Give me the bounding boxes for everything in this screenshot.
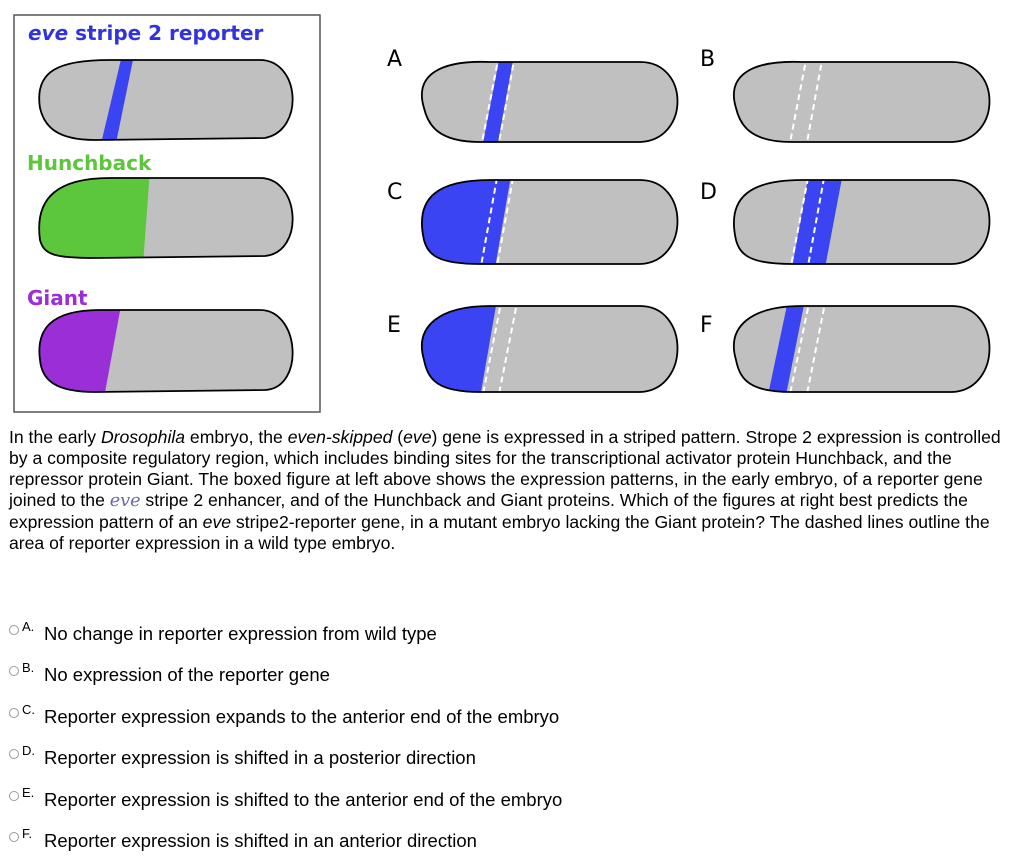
- option-e[interactable]: E. Reporter expression is shifted to the…: [9, 785, 769, 816]
- question-text: In the early Drosophila embryo, the even…: [9, 427, 1001, 553]
- option-letter: B.: [22, 660, 35, 675]
- radio-button-c[interactable]: [9, 708, 19, 718]
- option-c[interactable]: C. Reporter expression expands to the an…: [9, 702, 769, 733]
- radio-button-d[interactable]: [9, 749, 19, 759]
- radio-button-e[interactable]: [9, 791, 19, 801]
- embryo-f: [733, 305, 991, 393]
- legend-embryo-hunchback: [38, 177, 294, 259]
- panel-label-e: E: [387, 313, 401, 338]
- embryo-a: [421, 60, 679, 143]
- panel-label-a: A: [387, 47, 402, 72]
- radio-button-b[interactable]: [9, 666, 19, 676]
- option-d[interactable]: D. Reporter expression is shifted in a p…: [9, 743, 769, 774]
- legend-embryo-eve: [38, 59, 294, 141]
- option-b[interactable]: B. No expression of the reporter gene: [9, 660, 769, 691]
- giant-label: Giant: [27, 286, 88, 310]
- option-text: No change in reporter expression from wi…: [44, 623, 437, 644]
- embryo-d: [733, 179, 991, 265]
- option-letter: A.: [22, 619, 35, 634]
- option-letter: F.: [22, 826, 33, 841]
- embryo-e: [421, 305, 679, 393]
- eve-reporter-label: eve stripe 2 reporter: [28, 21, 264, 45]
- panel-label-b: B: [700, 47, 715, 72]
- panel-label-f: F: [700, 313, 713, 338]
- option-text: Reporter expression is shifted to the an…: [44, 789, 563, 810]
- option-text: Reporter expression expands to the anter…: [44, 706, 560, 727]
- option-text: Reporter expression is shifted in an ant…: [44, 830, 477, 851]
- radio-button-a[interactable]: [9, 625, 19, 635]
- legend-box: [13, 14, 321, 413]
- option-text: Reporter expression is shifted in a post…: [44, 747, 476, 768]
- panel-label-c: C: [387, 180, 402, 205]
- legend-embryo-giant: [38, 309, 294, 393]
- embryo-c: [421, 179, 679, 265]
- option-letter: D.: [22, 743, 35, 758]
- option-letter: C.: [22, 702, 35, 717]
- embryo-figure: eve stripe 2 reporter Hunchback Giant A …: [13, 14, 991, 413]
- option-letter: E.: [22, 785, 35, 800]
- option-f[interactable]: F. Reporter expression is shifted in an …: [9, 826, 769, 857]
- hunchback-label: Hunchback: [27, 151, 152, 175]
- radio-button-f[interactable]: [9, 832, 19, 842]
- option-a[interactable]: A. No change in reporter expression from…: [9, 619, 769, 650]
- option-text: No expression of the reporter gene: [44, 664, 330, 685]
- embryo-b: [733, 60, 991, 143]
- panel-label-d: D: [700, 180, 717, 205]
